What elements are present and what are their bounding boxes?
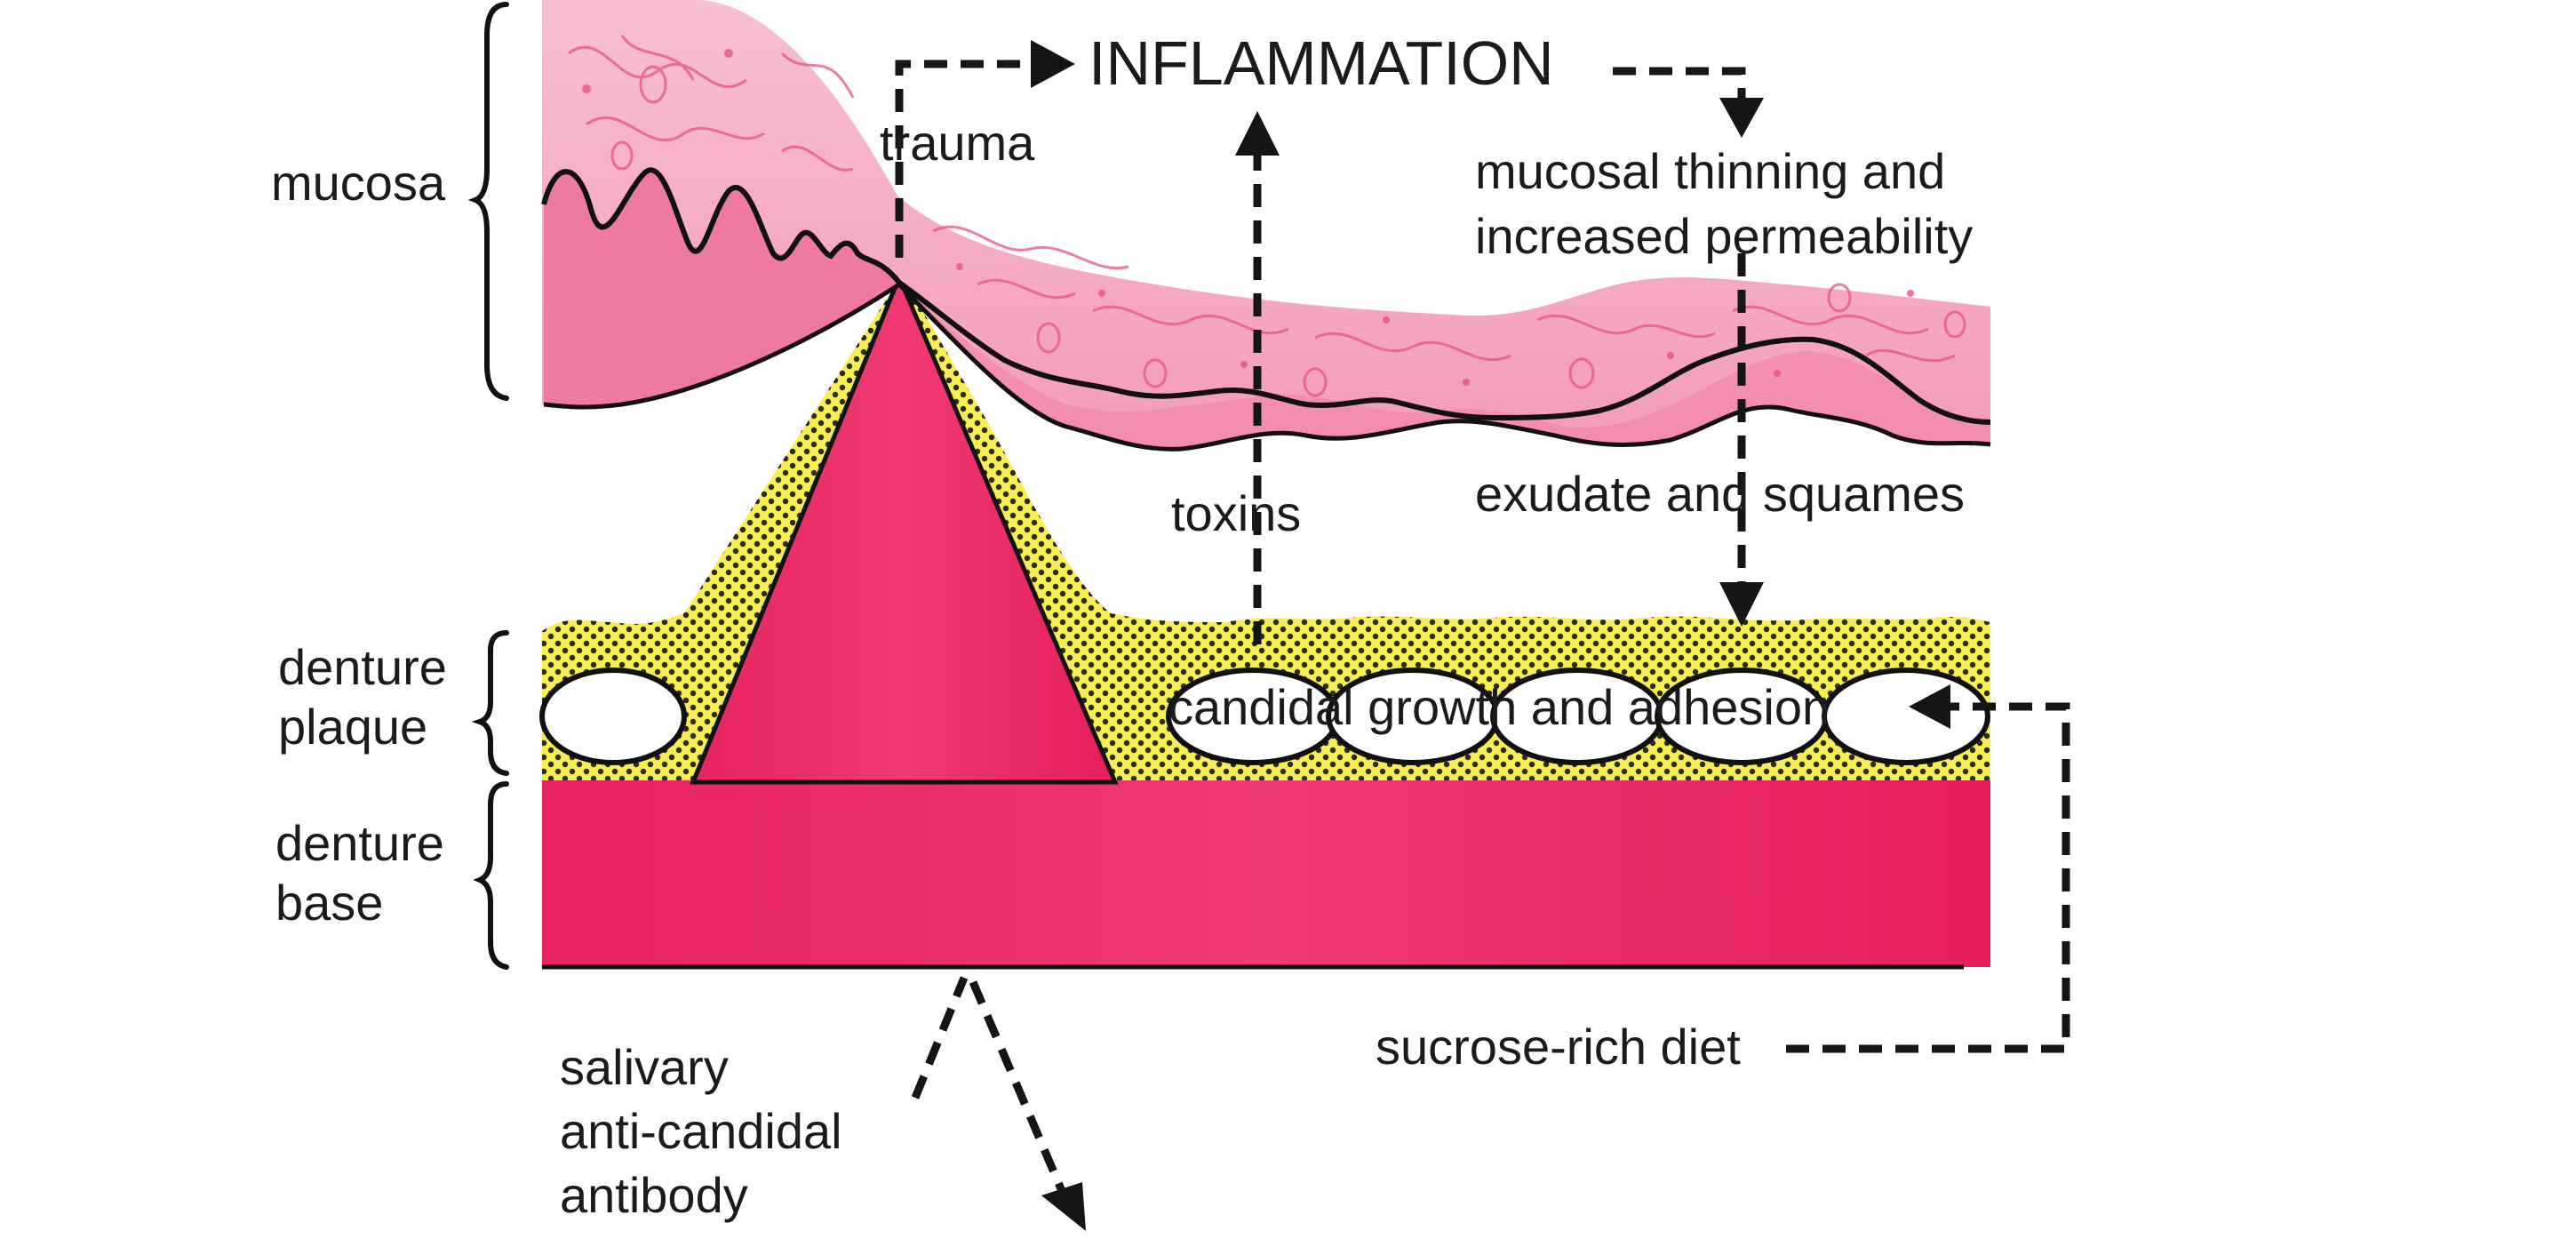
arrowhead-to-mucosal-thinning — [1719, 98, 1764, 138]
candida-cell — [539, 667, 687, 765]
denture-plaque-label-line1: denture — [278, 639, 447, 695]
toxins-label: toxins — [1171, 485, 1301, 541]
salivary-label-line1: salivary — [560, 1039, 729, 1095]
salivary-label-line3: antibody — [560, 1167, 748, 1223]
mucosa-texture — [568, 35, 1966, 397]
denture-base-label-line1: denture — [275, 815, 444, 871]
arrowhead-salivary-down — [1041, 1182, 1086, 1231]
candida-cell — [1822, 667, 1990, 765]
arrowhead-to-candida — [1719, 582, 1764, 627]
trauma-label: trauma — [880, 115, 1035, 171]
denture-base-layer — [542, 780, 1990, 967]
mucosal-thinning-label-line1: mucosal thinning and — [1475, 143, 1945, 199]
mucosa-basal-layer — [544, 170, 899, 408]
salivary-label-line2: anti-candidal — [560, 1103, 842, 1159]
candidal-growth-label: candidal growth and adhesion — [1168, 679, 1830, 735]
pathway-arrows — [895, 40, 2070, 1231]
arrowhead-to-inflammation — [1031, 40, 1075, 88]
denture-plaque-label-line2: plaque — [278, 699, 427, 755]
inflammation-label: INFLAMMATION — [1089, 28, 1554, 98]
basement-membrane-line — [541, 167, 1991, 425]
arrowhead-sucrose — [1909, 684, 1950, 729]
mucosal-thinning-label-line2: increased permeability — [1475, 208, 1973, 264]
denture-base-label-line2: base — [275, 875, 383, 931]
mucosa-label: mucosa — [271, 155, 446, 211]
denture-peak — [690, 271, 1119, 785]
arrowhead-toxins-up — [1235, 111, 1280, 156]
mucosa-layer — [542, 0, 1990, 450]
exudate-label: exudate and squames — [1475, 466, 1965, 522]
layer-brackets — [467, 2, 509, 970]
candida-cells — [539, 667, 1990, 765]
sucrose-diet-label: sucrose-rich diet — [1376, 1019, 1741, 1075]
